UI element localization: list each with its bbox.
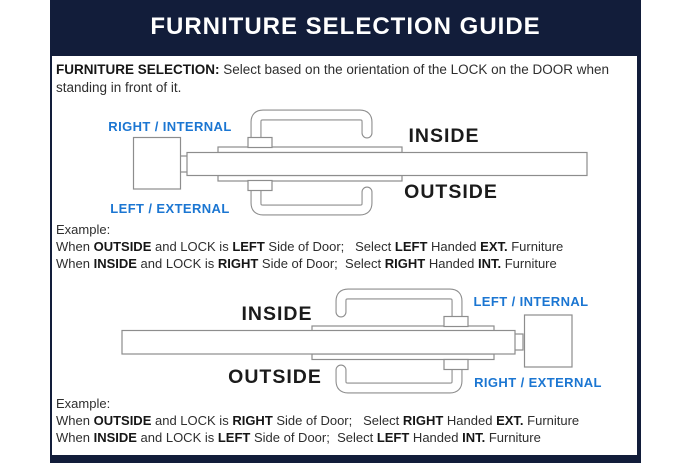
inside-label: INSIDE: [241, 303, 312, 325]
example-heading: Example:: [56, 396, 111, 411]
orientation-label-top: LEFT / INTERNAL: [473, 294, 588, 309]
lock-body: [523, 314, 573, 368]
intro-text: FURNITURE SELECTION: Select based on the…: [56, 62, 609, 95]
document-header: FURNITURE SELECTION GUIDE: [50, 0, 641, 54]
example-line: When INSIDE and LOCK is LEFT Side of Doo…: [56, 430, 541, 445]
outside-backplate: [311, 353, 495, 361]
orientation-label-bottom: LEFT / EXTERNAL: [110, 201, 229, 216]
document-body: FURNITURE SELECTION: Select based on the…: [50, 54, 641, 463]
inside-rose: [247, 136, 273, 149]
example-line: When INSIDE and LOCK is RIGHT Side of Do…: [56, 256, 557, 271]
orientation-label-bottom: RIGHT / EXTERNAL: [474, 375, 602, 390]
door-diagram-top: RIGHT / INTERNAL INSIDE OUTSIDE LEFT / E…: [108, 109, 588, 216]
example-2: Example: When OUTSIDE and LOCK is RIGHT …: [56, 395, 579, 446]
outside-rose: [247, 179, 273, 192]
outside-label: OUTSIDE: [228, 366, 322, 388]
orientation-label-top: RIGHT / INTERNAL: [108, 119, 231, 134]
outside-label: OUTSIDE: [404, 181, 498, 203]
outside-rose: [443, 358, 469, 371]
inside-label: INSIDE: [408, 125, 479, 147]
furniture-guide-document: FURNITURE SELECTION GUIDE FURNITURE SELE…: [50, 0, 641, 463]
document-title: FURNITURE SELECTION GUIDE: [150, 13, 541, 40]
door-panel: [121, 329, 516, 355]
door-diagram-bottom: INSIDE LEFT / INTERNAL OUTSIDE RIGHT / E…: [121, 288, 602, 394]
example-1: Example: When OUTSIDE and LOCK is LEFT S…: [56, 221, 563, 272]
inside-backplate: [217, 146, 403, 154]
lock-body: [132, 136, 182, 190]
outside-backplate: [217, 174, 403, 182]
door-panel: [186, 151, 588, 177]
inside-rose: [443, 315, 469, 328]
example-line: When OUTSIDE and LOCK is RIGHT Side of D…: [56, 413, 580, 428]
example-heading: Example:: [56, 222, 111, 237]
example-line: When OUTSIDE and LOCK is LEFT Side of Do…: [56, 239, 564, 254]
